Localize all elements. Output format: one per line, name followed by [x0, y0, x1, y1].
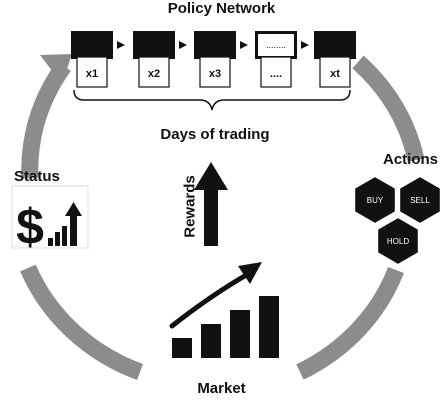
step-box-3: x3: [194, 31, 236, 88]
step-arrow-icon: [117, 41, 125, 49]
step-label: x1: [86, 68, 98, 80]
action-label: HOLD: [387, 237, 409, 246]
cycle-ring: [20, 54, 425, 380]
action-label: BUY: [367, 196, 384, 205]
status-label: Status: [14, 168, 60, 185]
cycle-arc-top-right: [352, 55, 425, 162]
action-label: SELL: [410, 196, 430, 205]
step-card: [138, 56, 170, 88]
dollar-growth-icon: $: [11, 185, 89, 255]
cycle-arc-bottom-right: [296, 266, 404, 380]
policy-network-title: Policy Network: [167, 0, 276, 17]
step-card: [76, 56, 108, 88]
step-arrow-icon: [301, 41, 309, 49]
step-card: [199, 56, 231, 88]
days-brace: [73, 89, 351, 111]
hexagon-shape: [398, 174, 442, 226]
svg-text:$: $: [16, 199, 44, 255]
step-box-2: x2: [133, 31, 175, 88]
step-label: x2: [148, 68, 160, 80]
market-label: Market: [197, 380, 246, 397]
step-top-marker: ........: [266, 40, 286, 50]
action-hexagon-buy: BUY: [353, 174, 397, 226]
step-box-5: xt: [314, 31, 356, 88]
step-block: [71, 31, 113, 59]
actions-label: Actions: [383, 151, 439, 168]
rewards-label: Rewards: [181, 175, 199, 238]
step-block-inner: [258, 34, 294, 56]
days-of-trading-label: Days of trading: [160, 126, 270, 143]
step-label: ....: [270, 68, 282, 80]
step-block: [194, 31, 236, 59]
step-block: [314, 31, 356, 59]
step-card: [260, 56, 292, 88]
step-box-1: x1: [71, 31, 113, 88]
cycle-arrowhead-top-left: [40, 54, 72, 84]
policy-network-steps: x1 x2 x3............ xt: [71, 31, 356, 88]
step-block: [133, 31, 175, 59]
actions-group: BUY SELL HOLD: [353, 174, 442, 267]
step-label: xt: [330, 68, 340, 80]
growing-bars-trend-icon: [169, 262, 279, 358]
cycle-arc-bottom-left: [20, 264, 144, 380]
step-arrow-icon: [240, 41, 248, 49]
step-label: x3: [209, 68, 221, 80]
step-box-4: ............: [255, 31, 297, 88]
cycle-arc-top-left: [21, 60, 71, 179]
hexagon-shape: [353, 174, 397, 226]
hexagon-shape: [376, 215, 420, 267]
step-arrow-icon: [179, 41, 187, 49]
step-card: [319, 56, 351, 88]
up-arrow-icon: [194, 162, 228, 246]
action-hexagon-sell: SELL: [398, 174, 442, 226]
action-hexagon-hold: HOLD: [376, 215, 420, 267]
